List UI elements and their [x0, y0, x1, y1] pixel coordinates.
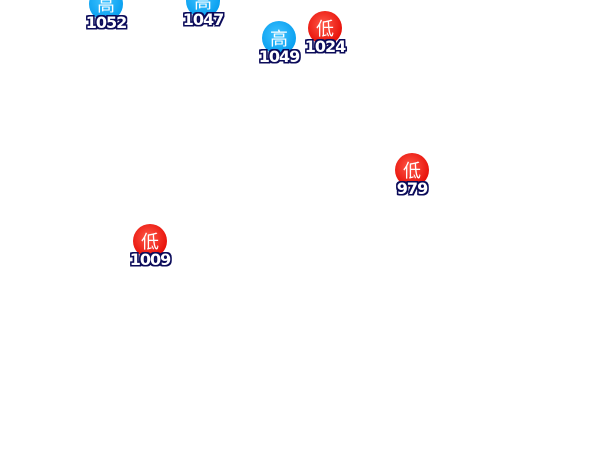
pressure-value: 979	[396, 179, 428, 198]
low-pressure-icon: 低	[133, 224, 167, 258]
pressure-value: 1049	[258, 47, 301, 66]
low-pressure-icon: 低	[308, 11, 342, 45]
pressure-value: 1047	[182, 10, 225, 29]
low-pressure-icon: 低	[395, 153, 429, 187]
pressure-value: 1009	[129, 250, 172, 269]
pressure-value: 1052	[85, 13, 128, 32]
high-pressure-icon: 高	[186, 0, 220, 18]
pressure-value: 1024	[304, 37, 347, 56]
high-pressure-icon: 高	[89, 0, 123, 21]
high-pressure-icon: 高	[262, 21, 296, 55]
